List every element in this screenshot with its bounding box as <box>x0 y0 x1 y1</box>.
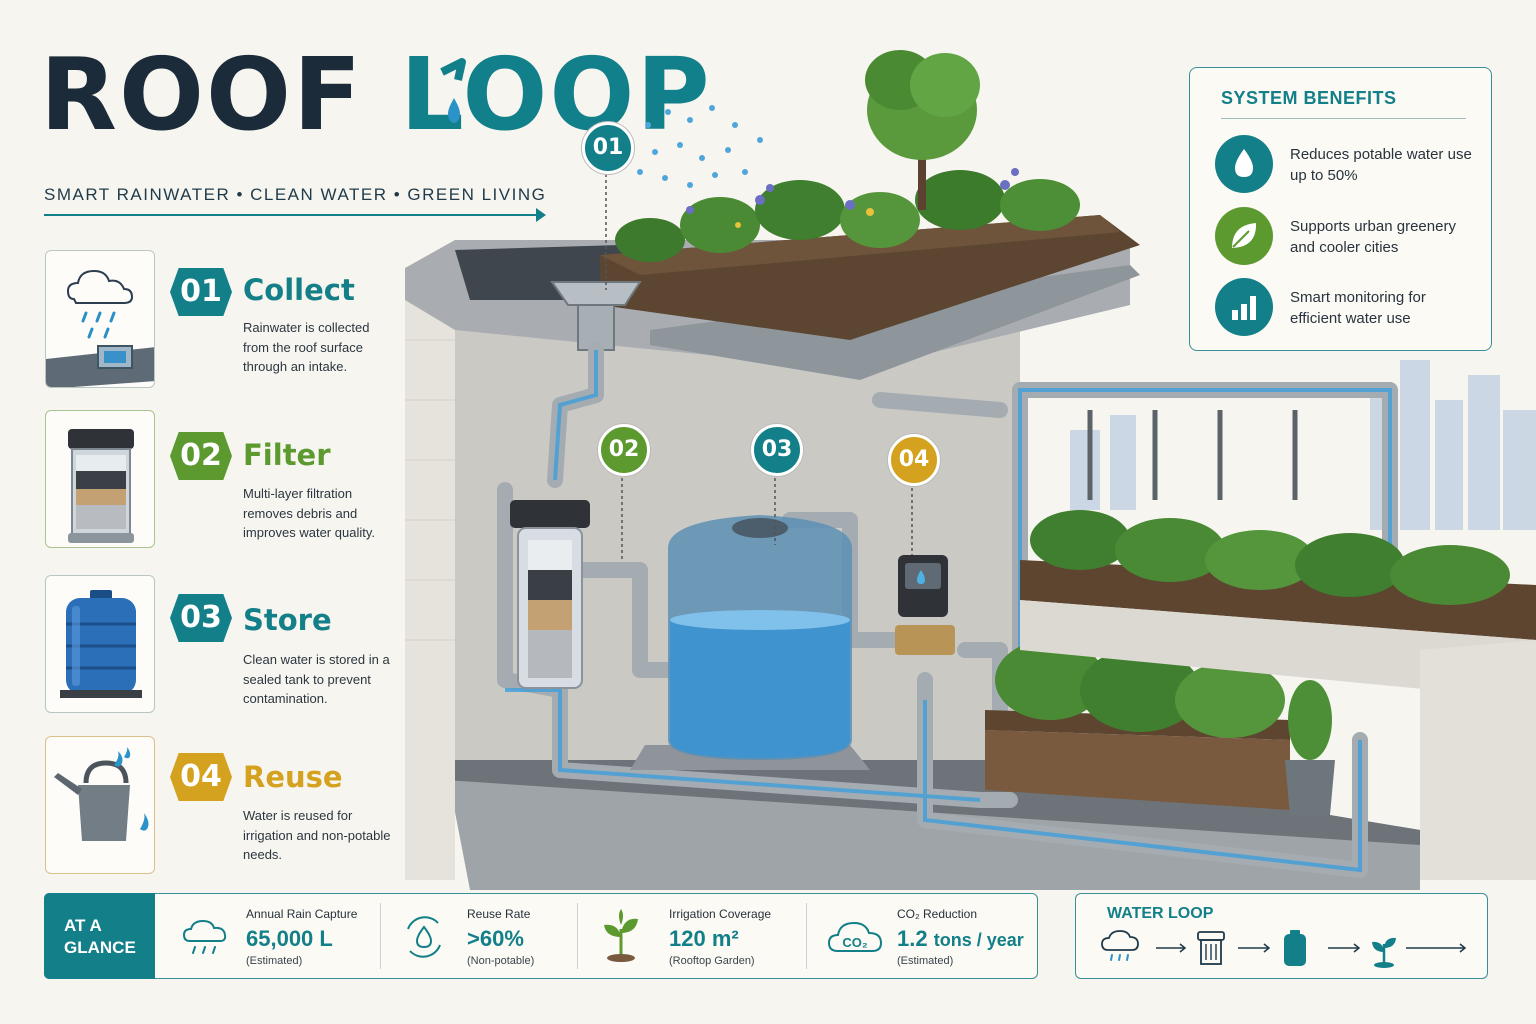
side-wall <box>405 285 455 880</box>
co2-cloud-icon: CO₂ <box>827 921 883 952</box>
stat-value-rain: 65,000 L <box>246 926 333 951</box>
filter-cartridge-icon <box>68 429 134 543</box>
loop-arrow-drop-icon <box>440 58 466 123</box>
water-drop-icon <box>1215 135 1273 193</box>
step-filter-image <box>45 410 155 548</box>
water-tank-icon <box>60 590 142 698</box>
rainwater-system-illustration <box>405 50 1536 890</box>
step-desc-filter: Multi-layer filtration removes debris an… <box>243 486 375 540</box>
benefit-text-1: Reduces potable water use up to 50% <box>1290 146 1472 184</box>
stat-value-co2-number: 1.2 <box>897 926 928 951</box>
filter-housing <box>510 500 590 689</box>
step-title-filter: Filter <box>243 438 331 472</box>
right-planter <box>1020 510 1536 700</box>
benefit-text-3: Smart monitoring for efficient water use <box>1290 289 1426 327</box>
callout-02: 02 <box>598 424 650 476</box>
stat-divider <box>806 903 807 969</box>
at-a-glance-label: AT A GLANCE <box>44 893 155 979</box>
title-loop: LOOP <box>400 36 712 153</box>
lower-planter <box>985 640 1290 810</box>
roof-plants <box>615 50 1080 262</box>
step-title-collect: Collect <box>243 273 355 307</box>
title-roof: ROOF <box>40 36 364 153</box>
tagline-underline <box>44 214 544 216</box>
step-desc-reuse: Water is reused for irrigation and non-p… <box>243 808 391 862</box>
stat-note-reuse: (Non-potable) <box>467 955 535 967</box>
step-number-03: 03 <box>170 594 232 642</box>
glance-label-line2: GLANCE <box>64 938 136 957</box>
stat-note-co2: (Estimated) <box>897 955 954 967</box>
water-loop-panel <box>1075 893 1488 979</box>
stat-value-co2: 1.2 tons / year <box>897 926 1024 952</box>
step-title-reuse: Reuse <box>243 760 343 794</box>
step-desc-store: Clean water is stored in a sealed tank t… <box>243 652 390 706</box>
sprout-icon <box>604 909 638 962</box>
stat-divider <box>380 903 381 969</box>
leaf-icon <box>1215 207 1273 265</box>
benefit-text-2: Supports urban greenery and cooler citie… <box>1290 218 1456 256</box>
stat-value-co2-unit: tons / year <box>933 930 1024 950</box>
step-number-04: 04 <box>170 753 232 801</box>
page-title: ROOF LOOP <box>40 40 712 150</box>
callout-04: 04 <box>888 434 940 486</box>
step-collect-image <box>45 250 155 388</box>
stat-note-rain: (Estimated) <box>246 955 303 967</box>
stat-note-irrigation: (Rooftop Garden) <box>669 955 755 967</box>
benefits-title: SYSTEM BENEFITS <box>1221 88 1397 108</box>
plant-icon <box>1372 937 1396 968</box>
stat-value-irrigation: 120 m² <box>669 926 739 951</box>
cloud-rain-intake-icon <box>46 269 154 387</box>
at-a-glance-panel <box>44 893 1038 979</box>
right-wall <box>1420 640 1536 880</box>
glance-label-line1: AT A <box>64 916 102 935</box>
storage-tank <box>668 515 852 760</box>
tagline: SMART RAINWATER • CLEAN WATER • GREEN LI… <box>44 185 547 204</box>
step-store-image <box>45 575 155 713</box>
city-skyline <box>1070 360 1536 530</box>
smart-controller <box>895 555 955 655</box>
callout-03: 03 <box>751 424 803 476</box>
benefits-divider <box>1221 118 1466 119</box>
step-number-01: 01 <box>170 268 232 316</box>
rain-drops <box>637 105 763 188</box>
stat-value-reuse: >60% <box>467 926 524 951</box>
water-loop-flow <box>1101 930 1467 968</box>
water-loop-title: WATER LOOP <box>1107 905 1214 922</box>
stat-label-co2: CO₂ Reduction <box>897 907 978 921</box>
co2-icon-text: CO₂ <box>842 935 868 950</box>
tank-icon <box>1284 930 1306 966</box>
step-desc-collect: Rainwater is collected from the roof sur… <box>243 320 370 374</box>
rain-cloud-icon <box>182 919 227 954</box>
step-title-store: Store <box>243 603 332 637</box>
watering-can-icon <box>54 747 149 841</box>
step-number-02: 02 <box>170 432 232 480</box>
tagline-arrowhead <box>536 208 546 222</box>
callout-01: 01 <box>582 122 634 174</box>
stat-label-reuse: Reuse Rate <box>467 907 531 921</box>
recycle-drop-icon <box>407 916 441 958</box>
potted-plant <box>1285 680 1335 815</box>
filter-icon <box>1197 931 1225 965</box>
sprinkler-line <box>1087 410 1298 500</box>
step-reuse-image <box>45 736 155 874</box>
stat-label-rain: Annual Rain Capture <box>246 907 358 921</box>
rain-intake <box>550 281 642 306</box>
stat-divider <box>577 903 578 969</box>
rain-cloud-icon <box>1101 930 1139 961</box>
stat-label-irrigation: Irrigation Coverage <box>669 907 772 921</box>
bar-chart-icon <box>1215 278 1273 336</box>
